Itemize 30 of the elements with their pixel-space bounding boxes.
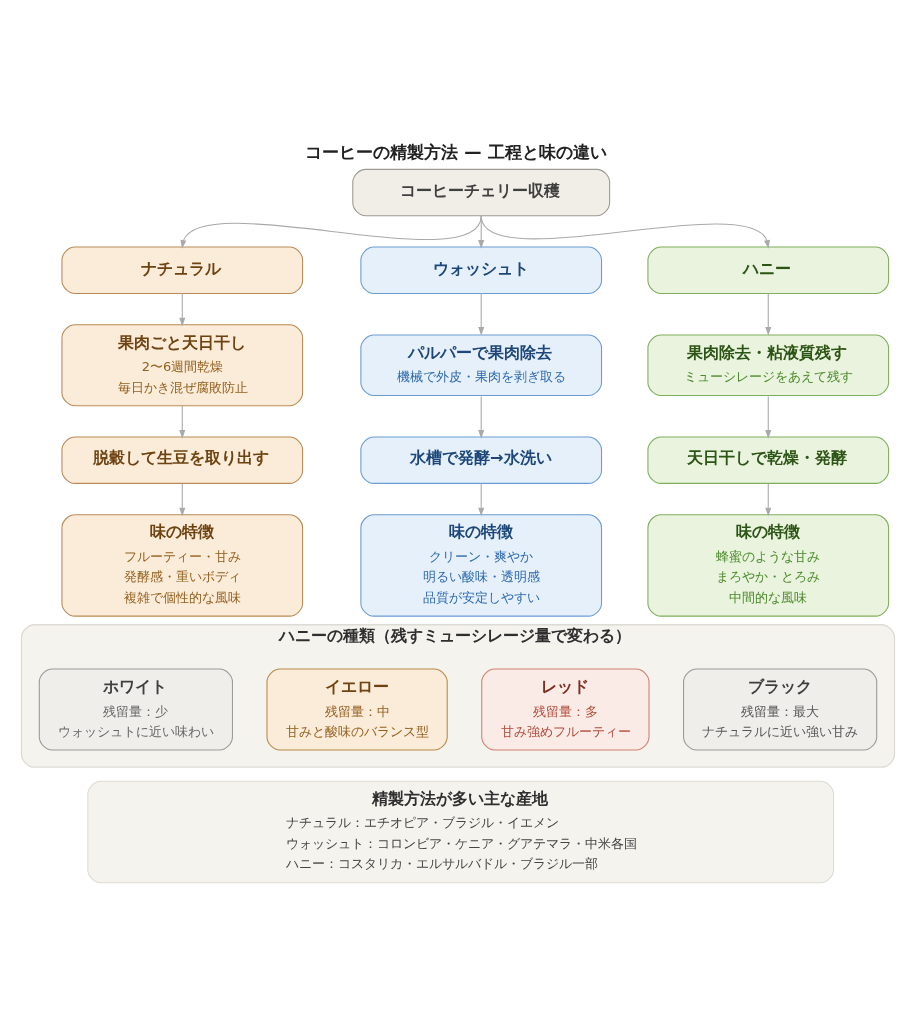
node-box: 天日干しで乾燥・発酵 bbox=[647, 436, 890, 484]
arrow bbox=[478, 482, 485, 517]
node-box: ハニー bbox=[647, 246, 890, 294]
node-box: イエロー 残留量：中 甘みと酸味のバランス型 bbox=[266, 668, 448, 751]
arrow bbox=[179, 405, 186, 439]
arrow bbox=[180, 215, 482, 249]
arrow bbox=[765, 292, 772, 336]
node-box: ナチュラル bbox=[61, 246, 304, 294]
diagram-title: コーヒーの精製方法 — 工程と味の違い bbox=[305, 142, 607, 163]
node-box: 果肉除去・粘液質残す ミューシレージをあえて残す bbox=[647, 334, 890, 396]
node-box: レッド 残留量：多 甘み強めフルーティー bbox=[481, 668, 650, 751]
node-box: パルパーで果肉除去 機械で外皮・果肉を剥ぎ取る bbox=[360, 334, 603, 396]
arrow bbox=[765, 482, 772, 517]
node-box: 果肉ごと天日干し 2〜6週間乾燥 毎日かき混ぜ腐敗防止 bbox=[61, 324, 304, 407]
node-box: ブラック 残留量：最大 ナチュラルに近い強い甘み bbox=[683, 668, 878, 751]
node-box: ウォッシュト bbox=[360, 246, 603, 294]
arrow bbox=[478, 396, 485, 439]
arrow bbox=[480, 215, 770, 249]
node-box: 味の特徴 蜂蜜のような甘み まろやか・とろみ 中間的な風味 bbox=[647, 514, 890, 617]
node-box: 味の特徴 クリーン・爽やか 明るい酸味・透明感 品質が安定しやすい bbox=[360, 514, 603, 617]
node-box: 味の特徴 フルーティー・甘み 発酵感・重いボディ 複雑で個性的な風味 bbox=[61, 514, 304, 617]
node-box: ホワイト 残留量：少 ウォッシュトに近い味わい bbox=[38, 668, 233, 751]
arrow bbox=[478, 292, 485, 336]
arrow bbox=[179, 482, 186, 517]
node-box: 脱穀して生豆を取り出す bbox=[61, 436, 304, 484]
node-box: コーヒーチェリー収穫 bbox=[352, 168, 611, 217]
arrow bbox=[179, 292, 186, 327]
arrow bbox=[765, 396, 772, 439]
node-box: 水槽で発酵→水洗い bbox=[360, 436, 603, 484]
node-box: 精製方法が多い主な産地 ナチュラル：エチオピア・ブラジル・イエメン ウォッシュト：コロンビア・ケニア・グアテマラ・中米各国 ハニー：コスタリカ・エルサルバドル・ブラジル一部 bbox=[87, 780, 835, 884]
